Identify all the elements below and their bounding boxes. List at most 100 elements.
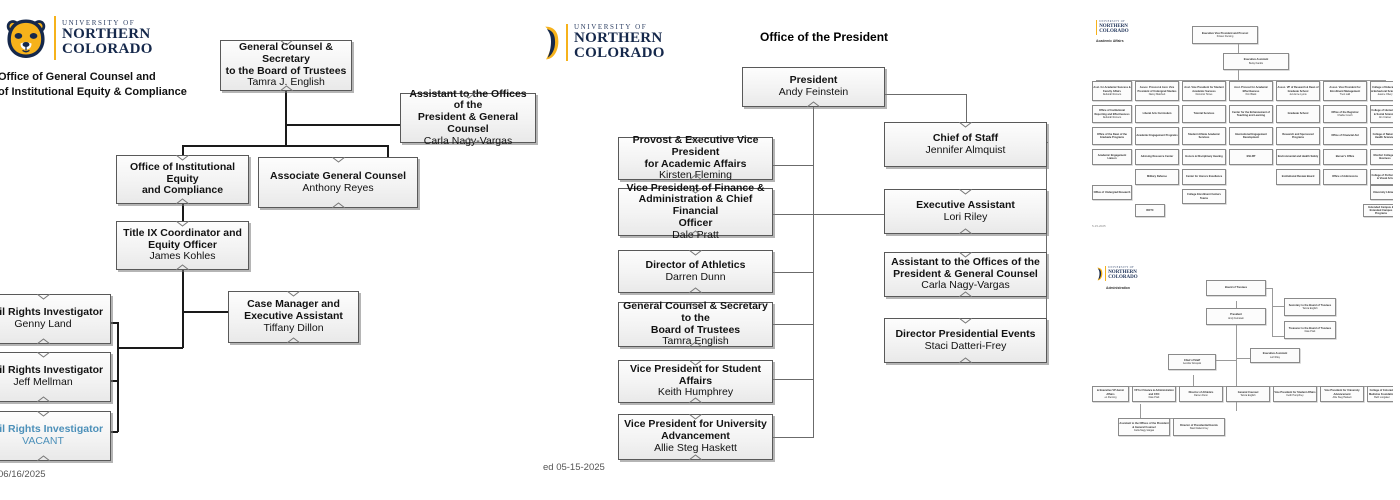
node-case-manager[interactable]: Case Manager and Executive Assistant Tif… [228,291,359,343]
tnode[interactable]: Executive Vice President and Provost Kir… [1192,26,1258,44]
tnode[interactable]: Office of Financial Aid [1323,127,1367,145]
tnode[interactable]: College of Performing & Visual Arts [1370,169,1393,185]
tnode-title: Chief of Staff [1183,358,1201,362]
tnode[interactable]: Extended Campus & Extended Campus Progra… [1363,204,1393,217]
tnode[interactable]: Military Defense [1135,169,1179,185]
tnode[interactable]: Asst. for Academic Success & Faculty Aff… [1092,81,1132,101]
node-civil-rights-investigator-3-vacant[interactable]: Civil Rights Investigator VACANT [0,411,111,461]
tnode-secretary-board[interactable]: Secretary to the Board of Trustees Tamra… [1284,298,1336,316]
tnode[interactable]: International Engagement Development [1229,127,1273,145]
tnode[interactable]: Office of the Dean of the Graduate Progr… [1092,127,1132,145]
tnode[interactable]: Academic Engagement Programs [1135,127,1179,145]
tnode[interactable]: Liberal Arts Curriculum [1135,105,1179,123]
tnode[interactable]: College of Colorado Medicine Foundation … [1367,386,1393,402]
tnode[interactable]: Bursar's Office [1323,149,1367,165]
node-vp-university-advancement[interactable]: Vice President for University Advancemen… [618,414,773,460]
tnode-name: Dale Pratt [1304,330,1316,334]
tnode-title: College of Humanities & Social Sciences [1371,109,1393,116]
tnode[interactable]: Academic Engagement Liaison [1092,149,1132,165]
node-person-name: Tamra English [662,335,729,348]
tnode[interactable]: Center for Honors Excellence [1182,169,1226,185]
node-director-presidential-events[interactable]: Director Presidential Events Staci Datte… [884,318,1047,363]
notch-icon [959,357,972,363]
node-vp-finance-cfo[interactable]: Vice President of Finance & Administrati… [618,182,773,240]
tnode[interactable]: ROTC [1135,204,1165,217]
tnode[interactable]: Director of Presidential Events Staci Da… [1173,418,1225,436]
tnode-title: ESLRP [1246,155,1256,159]
tnode-title: General Counsel [1237,390,1259,394]
tnode[interactable]: Vice President for Student Affairs Keith… [1273,386,1317,402]
connector [117,322,119,432]
node-office-institutional-equity[interactable]: Office of Institutional Equity and Compl… [116,155,249,204]
tnode-name: Deborah Romero [1102,92,1122,96]
node-person-name: Kirsten Fleming [659,169,732,182]
tnode[interactable]: University Libraries [1370,185,1393,200]
node-title-line3: Officer [678,216,713,229]
tnode-president[interactable]: President Andy Feinstein [1206,308,1266,325]
tnode-title: Board of Trustees [1224,286,1248,290]
tnode[interactable]: Advising Resource Center [1135,149,1179,165]
node-executive-assistant[interactable]: Executive Assistant Lori Riley [884,189,1047,234]
thumbnail-administration[interactable]: UNIVERSITY OF NORTHERN COLORADO Administ… [1088,258,1393,488]
tnode[interactable]: College of Natural & Health Sciences [1370,127,1393,145]
tnode[interactable]: Monfort College of Business [1370,149,1393,165]
tnode-treasurer-board[interactable]: Treasurer to the Board of Trustees Dale … [1284,321,1336,339]
notch-icon [689,454,702,460]
tnode-title: & Executive VP demic Affairs [1096,389,1125,396]
tnode[interactable]: Assoc. Provost & Asst. Vice President of… [1135,81,1179,101]
tnode-title: Advising Resource Center [1140,155,1174,159]
node-title-line1: Civil Rights Investigator [0,306,104,319]
tnode-title: Honors & Disciplinary Hearing [1185,155,1223,159]
tnode[interactable]: Vice President for University Advancemen… [1320,386,1364,402]
node-president[interactable]: President Andy Feinstein [742,67,885,107]
tnode[interactable]: Tutorial Services [1182,105,1226,123]
notch-icon [176,264,189,270]
node-general-counsel-secretary-mid[interactable]: General Counsel & Secretary to the Board… [618,300,773,348]
node-associate-general-counsel[interactable]: Associate General Counsel Anthony Reyes [258,157,418,208]
thumbnail-academic-affairs[interactable]: UNIVERSITY OF NORTHERN COLORADO Academic… [1088,12,1393,234]
node-director-athletics[interactable]: Director of Athletics Darren Dunn [618,250,773,293]
tnode[interactable]: Assoc. Vice President for Enrollment Man… [1323,81,1367,101]
tnode[interactable]: College of Humanities & Social Sciences … [1370,105,1393,123]
tnode[interactable]: Director of Athletics Darren Dunn [1179,386,1223,402]
tnode[interactable]: Executive Assistant Betsy Kandis [1223,53,1289,70]
node-civil-rights-investigator-2[interactable]: Civil Rights Investigator Jeff Mellman [0,352,111,402]
tnode[interactable]: College Enrollment Centers Teams [1182,189,1226,204]
tnode[interactable]: & Executive VP demic Affairs en Fleming [1092,386,1129,402]
node-chief-of-staff[interactable]: Chief of Staff Jennifer Almquist [884,122,1047,167]
node-person-name: Jennifer Almquist [925,143,1006,156]
tnode[interactable]: Assistant to the Offices of the Presiden… [1118,418,1170,436]
tnode[interactable]: Center for the Enhancement of Teaching a… [1229,105,1273,123]
tnode[interactable]: VP for Finance & Administration and CFO … [1132,386,1176,402]
tnode[interactable]: Asst. Provost for Academic Effectiveness… [1229,81,1273,101]
tnode-name: Allie Steg Haskett [1332,395,1352,399]
node-title-ix-coordinator[interactable]: Title IX Coordinator and Equity Officer … [116,221,249,270]
node-provost[interactable]: Provost & Executive Vice President for A… [618,134,773,182]
tnode[interactable]: Research and Sponsored Programs [1276,127,1320,145]
tnode[interactable]: Office of Admissions [1323,169,1367,185]
tnode[interactable]: Office of Institutional Reporting and Ef… [1092,105,1132,123]
tnode[interactable]: Assoc. VP of Research & Dean of Graduate… [1276,81,1320,101]
thumb-footer-date: 5-15-2025 [1092,224,1106,228]
node-civil-rights-investigator-1[interactable]: Civil Rights Investigator Genny Land [0,294,111,344]
tnode[interactable]: Honors & Disciplinary Hearing [1182,149,1226,165]
tnode[interactable]: Graduate School [1276,105,1320,123]
tnode[interactable]: General Counsel Tamra English [1226,386,1270,402]
tnode-name: Jeri-Anne Lyons [1289,92,1307,96]
node-title-line1: Associate General Counsel [270,169,406,182]
node-vp-student-affairs[interactable]: Vice President for Student Affairs Keith… [618,360,773,403]
tnode[interactable]: Student Athlete Academic Services [1182,127,1226,145]
node-general-counsel-secretary[interactable]: General Counsel & Secretary to the Board… [220,40,352,91]
tnode-board-of-trustees[interactable]: Board of Trustees [1206,280,1266,296]
tnode[interactable]: Environmental and Health Safety [1276,149,1320,165]
tnode[interactable]: Office of Undergrad Research [1092,185,1132,200]
tnode[interactable]: ESLRP [1229,149,1273,165]
node-assistant-to-offices[interactable]: Assistant to the Offices of the Presiden… [400,88,536,146]
tnode[interactable]: College of Education & Behavioral Scienc… [1370,81,1393,101]
node-assistant-to-offices-mid[interactable]: Assistant to the Offices of the Presiden… [884,252,1047,297]
tnode-chief-of-staff[interactable]: Chief of Staff Jennifer Almquist [1168,354,1216,370]
tnode[interactable]: Office of the Registrar Charlie Couch [1323,105,1367,123]
tnode[interactable]: Institutional Review Board [1276,169,1320,185]
tnode[interactable]: Asst. Vice President for Student Academi… [1182,81,1226,101]
tnode-executive-assistant[interactable]: Executive Assistant Lori Riley [1250,348,1300,363]
